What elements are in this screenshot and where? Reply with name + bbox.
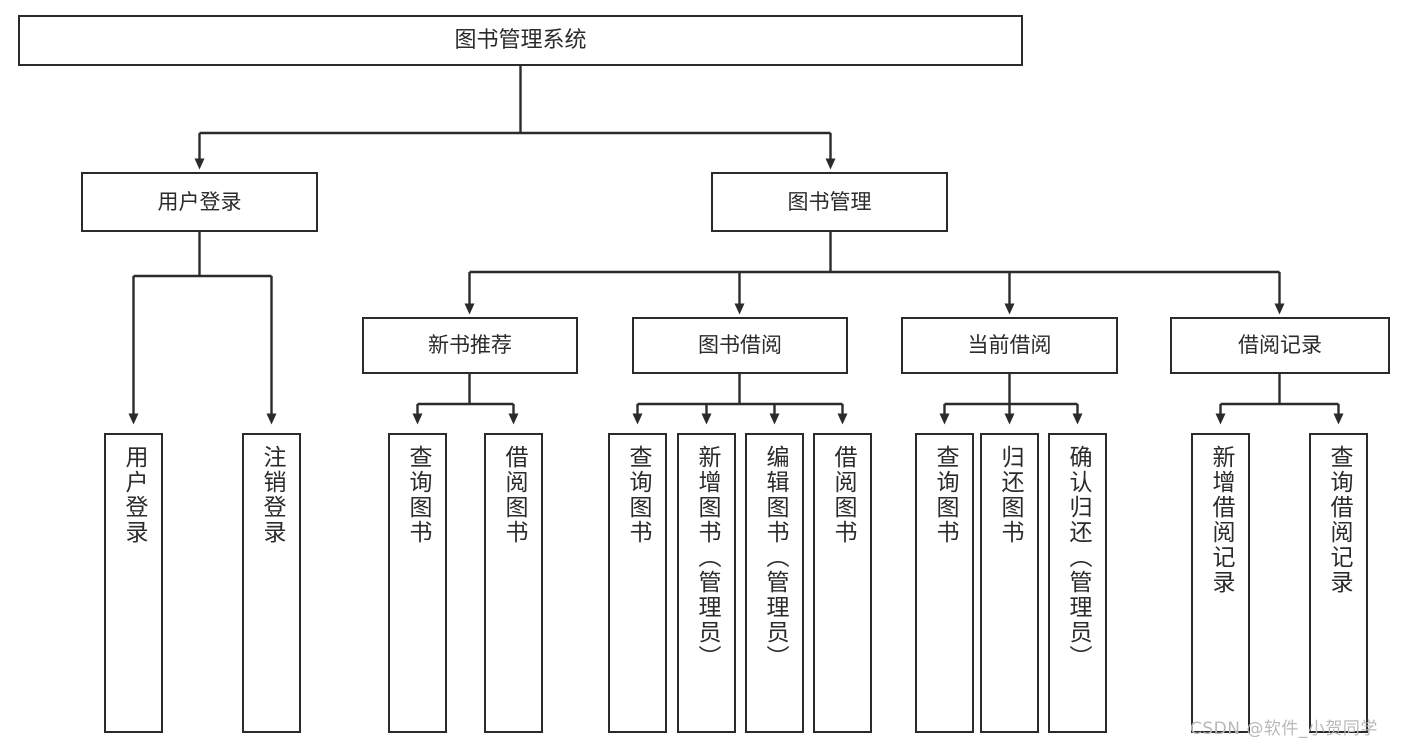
node-leaf-logout-login[interactable]: 注销登录 (242, 433, 301, 733)
node-leaf-query-book-recommend[interactable]: 查询图书 (388, 433, 447, 733)
node-label: 图书管理 (787, 189, 872, 214)
node-label: 借阅记录 (1238, 333, 1322, 358)
node-leaf-confirm-return[interactable]: 确认归还（管理员） (1048, 433, 1107, 733)
node-label: 新书推荐 (428, 333, 512, 358)
node-label: 查询图书 (405, 445, 431, 545)
node-label: 注销登录 (259, 445, 285, 545)
node-leaf-borrow-book[interactable]: 借阅图书 (813, 433, 872, 733)
node-label: 图书管理系统 (454, 27, 587, 53)
node-root-system[interactable]: 图书管理系统 (18, 15, 1023, 66)
node-leaf-edit-book[interactable]: 编辑图书（管理员） (745, 433, 804, 733)
node-label: 归还图书 (997, 445, 1023, 545)
node-leaf-user-login[interactable]: 用户登录 (104, 433, 163, 733)
node-leaf-query-borrow-record[interactable]: 查询借阅记录 (1309, 433, 1368, 733)
node-label: 查询图书 (932, 445, 958, 545)
node-label: 确认归还（管理员） (1065, 445, 1091, 670)
node-new-book-recommend[interactable]: 新书推荐 (362, 317, 578, 374)
node-leaf-add-borrow-record[interactable]: 新增借阅记录 (1191, 433, 1250, 733)
node-label: 新增图书（管理员） (694, 445, 720, 670)
node-user-login[interactable]: 用户登录 (81, 172, 318, 232)
node-label: 查询图书 (625, 445, 651, 545)
node-leaf-add-book[interactable]: 新增图书（管理员） (677, 433, 736, 733)
node-book-borrow[interactable]: 图书借阅 (632, 317, 848, 374)
node-label: 用户登录 (121, 445, 147, 545)
node-label: 借阅图书 (830, 445, 856, 545)
node-leaf-borrow-book-recommend[interactable]: 借阅图书 (484, 433, 543, 733)
node-leaf-return-book[interactable]: 归还图书 (980, 433, 1039, 733)
node-label: 借阅图书 (501, 445, 527, 545)
node-label: 编辑图书（管理员） (762, 445, 788, 670)
node-label: 图书借阅 (698, 333, 782, 358)
node-label: 用户登录 (157, 189, 242, 214)
node-book-management[interactable]: 图书管理 (711, 172, 948, 232)
node-label: 当前借阅 (967, 333, 1052, 358)
node-label: 新增借阅记录 (1208, 445, 1234, 595)
node-leaf-query-book-borrow[interactable]: 查询图书 (608, 433, 667, 733)
node-label: 查询借阅记录 (1326, 445, 1352, 595)
node-borrow-record[interactable]: 借阅记录 (1170, 317, 1390, 374)
node-current-borrow[interactable]: 当前借阅 (901, 317, 1118, 374)
node-leaf-query-book-current[interactable]: 查询图书 (915, 433, 974, 733)
